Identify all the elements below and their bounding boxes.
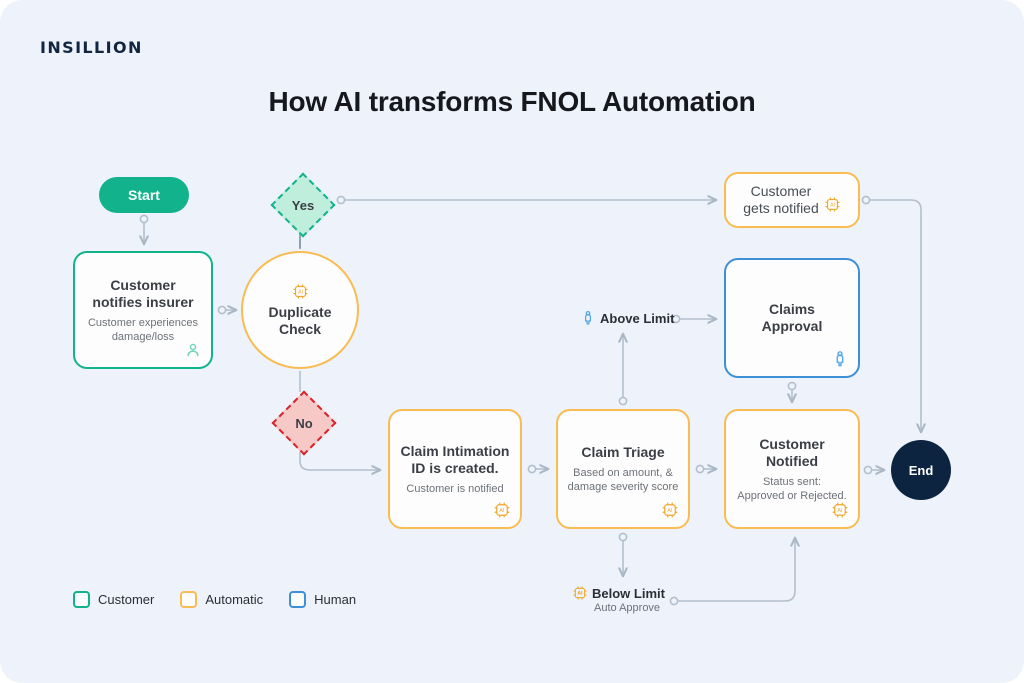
node-subtitle-line1: Customer is notified [406,482,504,495]
node-title-line1: Duplicate [268,303,332,320]
ai-chip-icon: AI [573,586,587,600]
end-label: End [908,462,934,478]
person-icon [187,343,199,357]
node-title-line1: Claim Triage [581,444,665,460]
branch-sublabel-text: Auto Approve [594,602,661,614]
svg-text:AI: AI [837,508,843,514]
svg-text:AI: AI [577,591,583,597]
legend-item-customer: Customer [73,591,154,608]
branch-label-text: Below Limit [592,585,665,601]
svg-text:AI: AI [499,508,505,514]
svg-text:AI: AI [830,202,835,208]
branch-label-below-limit: AI Below Limit Auto Approve [572,585,665,614]
node-title-line2: ID is created. [411,459,499,476]
node-subtitle-line1: Status sent: [762,475,822,488]
node-customer-notified[interactable]: Customer Notified Status sent: Approved … [724,409,860,529]
node-duplicate-check[interactable]: AI Duplicate Check [241,251,359,369]
svg-text:AI: AI [667,508,673,514]
decision-label: No [295,415,313,431]
node-title-line2: Check [278,320,321,337]
node-title-line2: Approval [761,318,823,334]
brand-logo: INSILLION [40,38,143,57]
legend-label-human: Human [314,592,357,607]
legend: Customer Automatic Human [73,591,356,608]
legend-swatch-automatic [180,591,198,608]
ai-chip-icon: AI [292,283,308,299]
node-claim-intimation-id[interactable]: Claim Intimation ID is created. Customer… [388,409,522,529]
decision-no[interactable]: No [271,390,337,456]
node-subtitle-line1: Based on amount, & [573,467,673,479]
legend-item-automatic: Automatic [180,591,263,608]
node-subtitle-line2: damage severity score [567,481,679,493]
ai-chip-icon: AI [832,502,848,518]
legend-label-customer: Customer [98,592,155,607]
ai-chip-icon: AI [662,502,678,518]
start-label: Start [128,187,160,203]
decision-label: Yes [291,197,315,213]
page-title: How AI transforms FNOL Automation [268,86,756,117]
node-claims-approval[interactable]: Claims Approval [724,258,860,378]
node-title-line1: Claim Intimation [400,442,510,459]
node-title-line1: Claims [769,301,815,317]
node-title-line1: Customer [750,183,812,199]
node-title-line2: gets notified [743,200,819,216]
human-icon [836,351,844,367]
legend-swatch-customer [73,591,90,608]
end-node[interactable]: End [891,440,951,500]
node-claim-triage[interactable]: Claim Triage Based on amount, & damage s… [556,409,690,529]
node-title-line1: Customer [110,276,176,293]
legend-swatch-human [289,591,307,608]
branch-label-above-limit: Above Limit [580,310,674,326]
human-icon [584,310,592,325]
node-customer-notifies-insurer[interactable]: Customer notifies insurer Customer exper… [73,251,213,369]
node-subtitle-line2: damage/loss [111,330,175,343]
ai-chip-icon: AI [494,502,510,518]
node-subtitle-line1: Customer experiences [87,316,199,329]
node-title-line2: Notified [765,452,819,469]
decision-yes[interactable]: Yes [270,172,336,238]
node-customer-gets-notified[interactable]: Customer gets notified AI [724,172,860,228]
legend-label-automatic: Automatic [205,592,264,607]
legend-item-human: Human [289,591,356,608]
start-node[interactable]: Start [99,177,189,213]
node-subtitle-line2: Approved or Rejected. [737,489,847,502]
node-title-line2: notifies insurer [92,293,194,310]
node-title-line1: Customer [759,435,825,452]
ai-chip-icon: AI [825,197,840,212]
branch-label-text: Above Limit [600,310,675,326]
svg-text:AI: AI [298,289,303,295]
